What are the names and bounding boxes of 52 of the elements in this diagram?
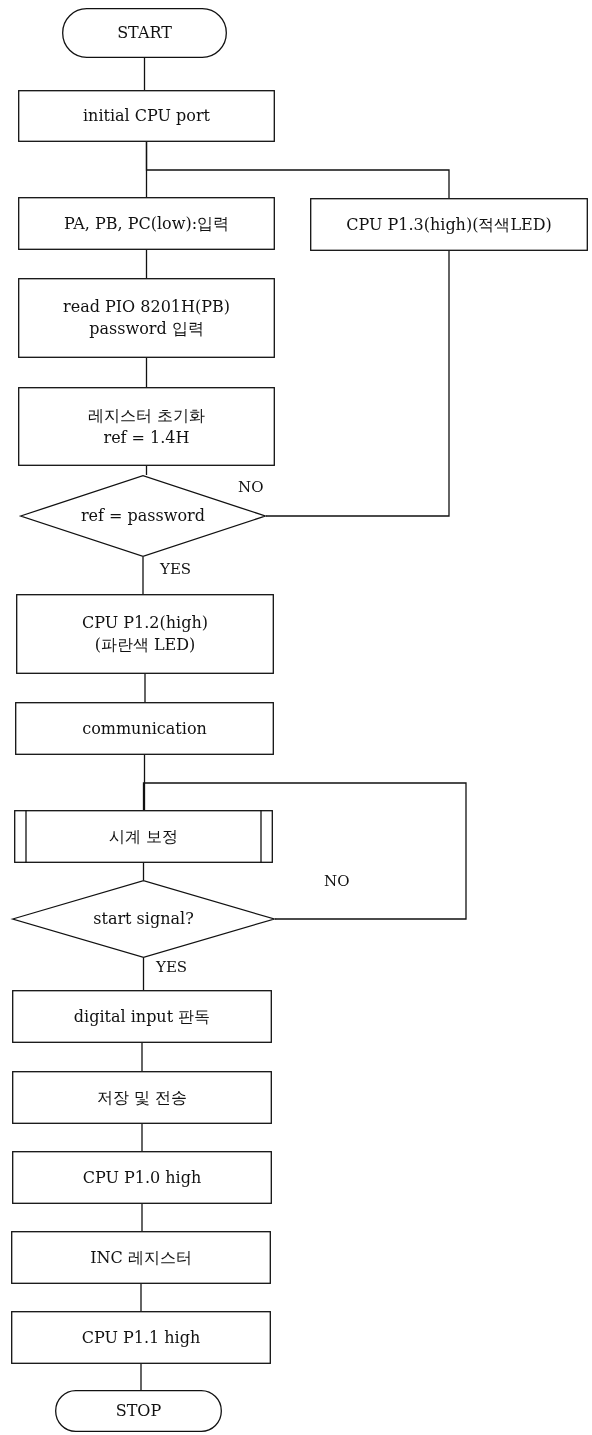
process-box [18,387,275,466]
node-text: ref = 1.4H [103,426,190,449]
decision-diamond [12,880,275,958]
node-text: 시계 보정 [108,825,179,848]
node-text: CPU P1.2(high) [82,612,208,634]
connector [142,556,144,595]
connector [143,754,146,811]
node-text: start signal? [93,908,194,930]
process-box [18,197,275,250]
connector [142,782,467,920]
node-text: ref = password [80,505,205,527]
node-text: PA, PB, PC(low):입력 [63,212,229,235]
process-box [11,1231,271,1284]
process-box [11,1311,271,1364]
node-text: START [117,22,172,44]
node-text: CPU P1.0 high [82,1166,202,1189]
node-text: CPU P1.1 high [81,1326,201,1349]
node-text: password 입력 [89,318,204,340]
terminal-shape [55,1390,222,1432]
node-text: digital input 판독 [73,1005,211,1028]
process-box [12,1071,272,1124]
connector [145,357,148,388]
connector [144,673,146,703]
connector [143,57,146,91]
connector [141,1123,143,1152]
terminal-shape [62,8,227,58]
connector [265,250,450,517]
connector [140,1363,142,1391]
node-text: initial CPU port [82,105,211,127]
connector [141,1203,143,1232]
decision-diamond [20,475,266,557]
node-text: INC 레지스터 [90,1246,192,1269]
process-box [18,90,275,142]
process-box [310,198,588,251]
node-text: read PIO 8201H(PB) [63,296,230,318]
process-box [15,702,274,755]
connector [145,141,450,199]
connector [142,957,145,991]
process-box [12,1151,272,1204]
node-text: communication [82,717,207,740]
predefined-process-box [14,810,273,863]
node-text: 저장 및 전송 [96,1086,188,1109]
node-text: STOP [115,1400,162,1422]
process-box [18,278,275,358]
node-text: (파란색 LED) [94,634,196,656]
connector [141,1042,143,1072]
process-box [12,990,272,1043]
connector [140,1283,142,1312]
process-box [16,594,274,674]
connector [145,249,148,279]
node-text: 레지스터 초기화 [87,404,206,427]
node-text: CPU P1.3(high)(적색LED) [346,213,552,236]
